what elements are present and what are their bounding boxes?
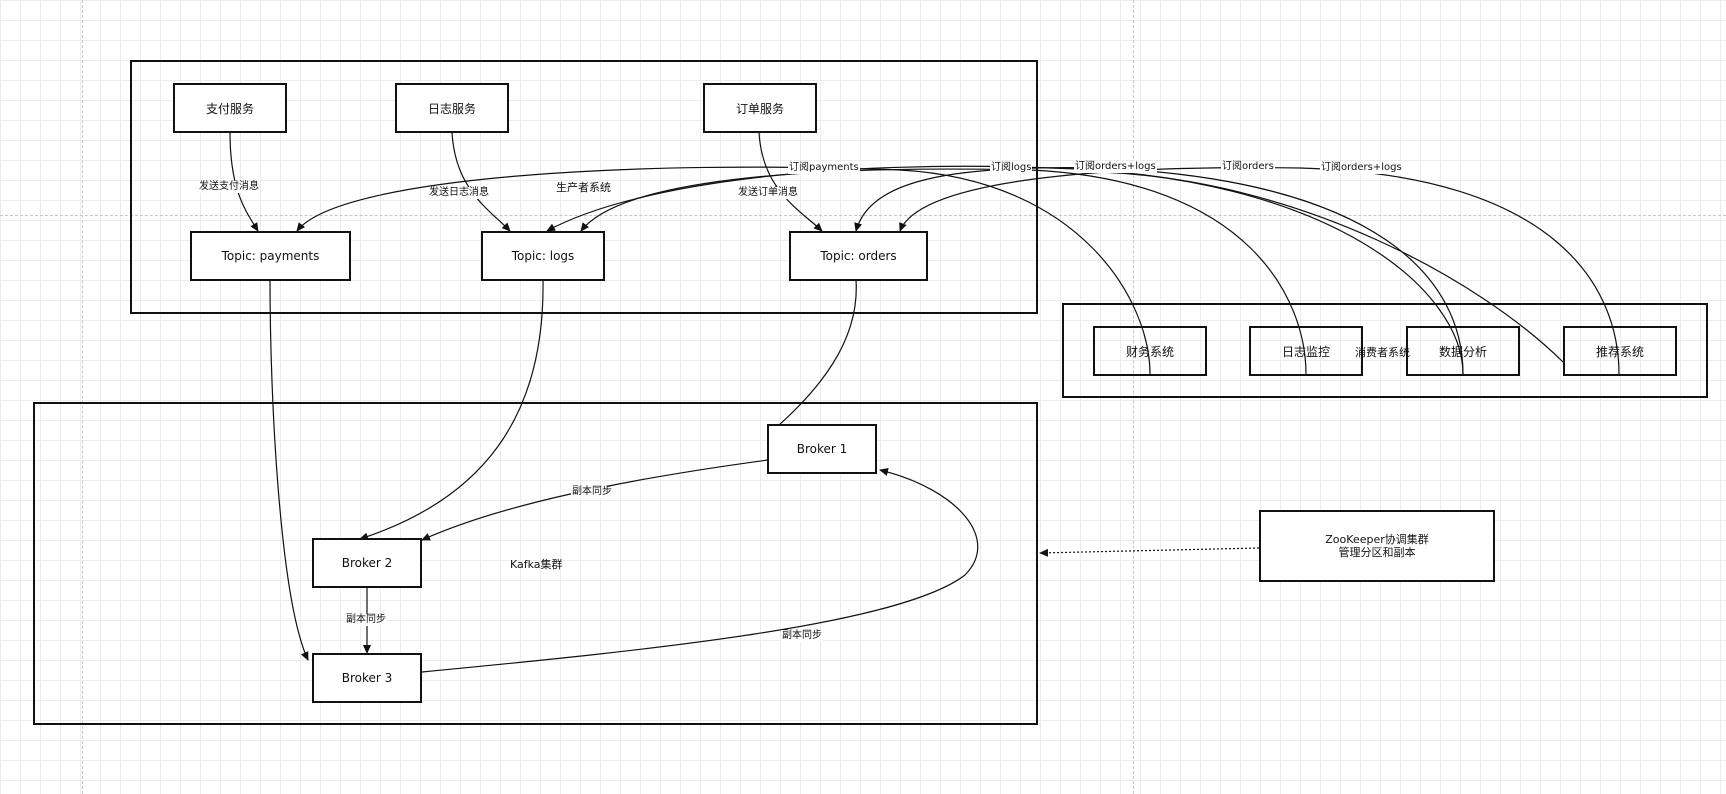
edge-recommend-to-orders	[899, 167, 1620, 375]
topic-payments[interactable]: Topic: payments	[190, 231, 351, 281]
edge-label-replica-b1-b2: 副本同步	[571, 486, 613, 498]
producer-group-label: 生产者系统	[556, 181, 611, 194]
consumer-group-label: 消费者系统	[1355, 346, 1410, 359]
producer-group[interactable]	[130, 60, 1038, 314]
edge-orders-to-b1	[769, 279, 857, 434]
edge-analytics-to-logs	[546, 165, 1464, 375]
edge-label-sub-orders: 订阅orders	[1221, 161, 1275, 173]
edge-label-sub-logs: 订阅logs	[990, 162, 1033, 174]
edge-zookeeper-to-kafka	[1039, 547, 1260, 557]
edge-label-sub-payments: 订阅payments	[788, 162, 860, 174]
edge-analytics-to-orders	[854, 167, 1464, 375]
edge-b1-to-b2	[421, 459, 769, 541]
edge-label-send-log: 发送日志消息	[428, 187, 490, 199]
consumer-group[interactable]	[1062, 303, 1708, 398]
edge-label-replica-b3-b1: 副本同步	[781, 630, 823, 642]
zookeeper-cluster[interactable]: ZooKeeper协调集群 管理分区和副本	[1259, 510, 1495, 582]
edge-finance-to-payments	[296, 166, 1151, 375]
producer-payment-service[interactable]: 支付服务	[173, 83, 287, 133]
zookeeper-line-2: 管理分区和副本	[1338, 546, 1416, 559]
kafka-cluster-group[interactable]	[33, 402, 1038, 725]
consumer-finance-system[interactable]: 财务系统	[1093, 326, 1207, 376]
edge-label-sub-orders-logs-1: 订阅orders+logs	[1074, 161, 1157, 173]
broker-2[interactable]: Broker 2	[312, 538, 422, 588]
edge-label-send-order: 发送订单消息	[737, 187, 799, 199]
edge-order-to-orders	[758, 131, 823, 232]
edge-payments-to-b3	[269, 279, 309, 661]
consumer-log-monitor[interactable]: 日志监控	[1249, 326, 1363, 376]
edge-label-replica-b2-b3: 副本同步	[345, 614, 387, 626]
broker-3[interactable]: Broker 3	[312, 653, 422, 703]
edge-pay-to-payments	[229, 131, 259, 232]
broker-1[interactable]: Broker 1	[767, 424, 877, 474]
edge-b3-to-b1	[421, 468, 979, 673]
topic-orders[interactable]: Topic: orders	[789, 231, 928, 281]
producer-order-service[interactable]: 订单服务	[703, 83, 817, 133]
edge-logs-to-b2	[359, 279, 544, 541]
guide-line-vertical	[82, 0, 83, 794]
topic-logs[interactable]: Topic: logs	[481, 231, 605, 281]
zookeeper-line-1: ZooKeeper协调集群	[1325, 533, 1429, 546]
producer-log-service[interactable]: 日志服务	[395, 83, 509, 133]
consumer-data-analytics[interactable]: 数据分析	[1406, 326, 1520, 376]
edge-recommend-to-logs	[1099, 171, 1564, 363]
kafka-group-label: Kafka集群	[510, 558, 563, 571]
edge-label-send-payment: 发送支付消息	[198, 181, 260, 193]
consumer-recommendation-system[interactable]: 推荐系统	[1563, 326, 1677, 376]
edge-label-sub-orders-logs-2: 订阅orders+logs	[1320, 162, 1403, 174]
